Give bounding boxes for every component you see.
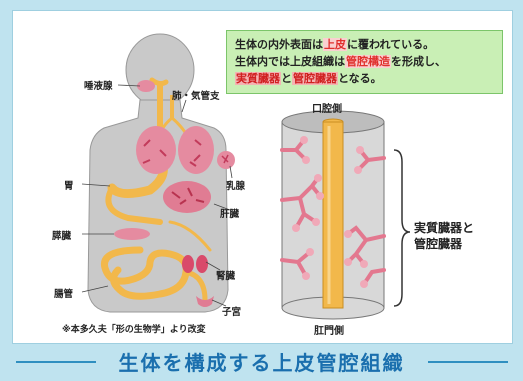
callout-text: 生体の内外表面は <box>235 38 323 51</box>
source-note: ※本多久夫「形の生物学」より改変 <box>62 325 206 335</box>
label-liver: 肝臓 <box>220 209 240 220</box>
label-breast: 乳腺 <box>226 181 246 192</box>
slide-caption: 生体を構成する上皮管腔組織 <box>118 351 405 375</box>
bracket <box>393 149 411 307</box>
label-stomach: 胃 <box>64 181 74 192</box>
lungs <box>136 95 214 174</box>
label-organs-line1: 実質臓器と <box>414 221 475 235</box>
label-organs-line2: 管腔臓器 <box>414 237 463 251</box>
highlight-epithelium: 上皮 <box>323 38 347 51</box>
uterus <box>196 296 214 307</box>
label-intestine: 腸管 <box>54 289 74 300</box>
liver <box>163 181 211 213</box>
label-oral-side: 口腔側 <box>312 104 342 115</box>
kidneys <box>182 255 208 273</box>
explanation-callout: 生体の内外表面は上皮に覆われている。 生体内では上皮組織は管腔構造を形成し、 実… <box>226 30 503 94</box>
label-pancreas: 膵臓 <box>52 231 72 242</box>
pancreas <box>114 228 150 240</box>
highlight-hollow: 管腔臓器 <box>292 72 338 85</box>
callout-text: となる。 <box>338 72 382 85</box>
salivary-gland <box>137 80 155 92</box>
cylinder-model <box>280 110 386 320</box>
label-salivary: 唾液腺 <box>84 81 113 92</box>
highlight-lumen: 管腔構造 <box>345 55 391 68</box>
label-organs: 実質臓器と 管腔臓器 <box>414 220 474 252</box>
callout-text: と <box>281 72 292 85</box>
callout-text: 生体内では上皮組織は <box>235 55 345 68</box>
label-lung: 肺・気管支 <box>172 91 220 102</box>
breast-gland <box>217 151 235 169</box>
label-kidney: 腎臓 <box>216 271 236 282</box>
epithelium-buds <box>292 136 368 288</box>
callout-text: を形成し、 <box>391 55 446 68</box>
label-anal-side: 肛門側 <box>314 326 344 337</box>
label-uterus: 子宮 <box>222 307 242 318</box>
leader-lines <box>81 84 233 307</box>
callout-text: に覆われている。 <box>347 38 435 51</box>
highlight-parenchymal: 実質臓器 <box>235 72 281 85</box>
